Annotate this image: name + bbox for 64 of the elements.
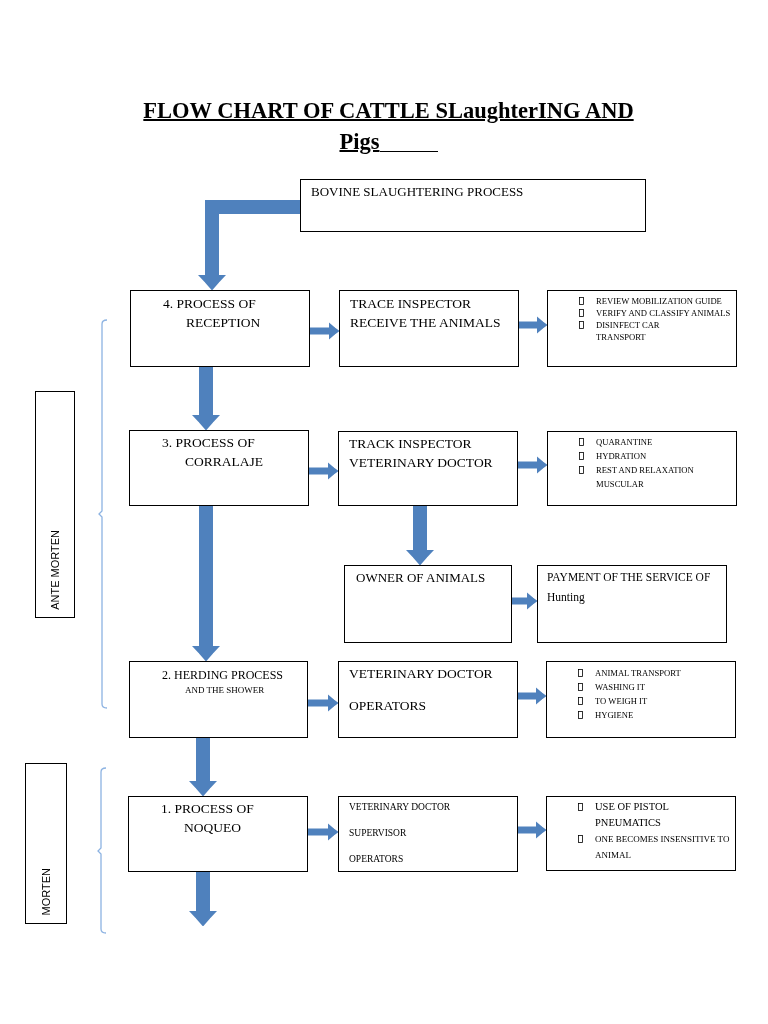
list-item-text: WASHING IT — [595, 681, 646, 694]
process-box — [547, 431, 737, 506]
step-title: 2. HERDING PROCESS — [161, 667, 285, 684]
block-arrow — [198, 200, 300, 290]
block-arrow — [309, 462, 338, 480]
block-arrow — [512, 592, 537, 610]
box-text: VETERINARY DOCTOR — [349, 801, 452, 813]
list-item-text: REVIEW MOBILIZATION GUIDE — [596, 295, 723, 307]
step-subtitle: AND THE SHOWER — [185, 684, 266, 696]
block-arrow — [519, 316, 547, 334]
box-text: OPERATORS — [349, 697, 428, 715]
list-item-text: ANIMAL TRANSPORT — [595, 667, 682, 680]
list-item-text: ONE BECOMES INSENSITIVE TO ANIMAL — [595, 833, 731, 862]
block-arrow — [189, 738, 217, 796]
process-box — [547, 290, 737, 367]
box-text: TRACK INSPECTOR — [349, 435, 473, 453]
phase-label-box — [25, 763, 67, 924]
block-arrow — [192, 506, 220, 661]
list-item-text: REST AND RELAXATION MUSCULAR — [596, 464, 695, 491]
box-text: PAYMENT OF THE SERVICE OF Hunting — [547, 570, 712, 606]
process-box — [338, 431, 518, 506]
list-item-text: QUARANTINE — [596, 436, 654, 449]
process-box — [546, 661, 736, 738]
box-text: OWNER OF ANIMALS — [356, 569, 487, 587]
block-arrow — [518, 821, 546, 839]
block-arrow — [518, 456, 547, 474]
block-arrow — [310, 322, 339, 340]
block-arrow — [189, 872, 217, 926]
process-box — [338, 796, 518, 872]
process-box — [339, 290, 519, 367]
box-text: VETERINARY DOCTOR — [349, 454, 494, 472]
step-title: 3. PROCESS OF CORRALAJE — [161, 434, 264, 471]
process-box — [537, 565, 727, 643]
phase-label-box — [35, 391, 75, 618]
block-arrow — [308, 694, 338, 712]
chart-title: FLOW CHART OF CATTLE SLaughterING AND Pigs — [136, 95, 641, 157]
block-arrow — [518, 687, 546, 705]
list-item-text: HYGIENE — [595, 709, 635, 722]
box-text: VETERINARY DOCTOR — [349, 665, 494, 683]
block-arrow — [308, 823, 338, 841]
step-title: 4. PROCESS OF RECEPTION — [162, 295, 262, 332]
process-box — [129, 430, 309, 506]
list-item-text: VERIFY AND CLASSIFY ANIMALS — [596, 307, 732, 319]
list-item-text: TO WEIGH IT — [595, 695, 649, 708]
process-box — [338, 661, 518, 738]
box-text: OPERATORS — [349, 853, 405, 865]
box-text: SUPERVISOR — [349, 827, 408, 839]
block-arrow — [192, 367, 220, 430]
box-text: BOVINE SLAUGHTERING PROCESS — [311, 183, 525, 201]
process-box — [130, 290, 310, 367]
phase-label: MORTEN — [40, 867, 52, 915]
process-box — [344, 565, 512, 643]
process-box — [546, 796, 736, 871]
process-box — [129, 661, 308, 738]
list-item-text: USE OF PISTOL PNEUMATICS — [595, 800, 670, 830]
list-item-text: HYDRATION — [596, 450, 648, 463]
box-text: RECEIVE THE ANIMALS — [350, 314, 502, 332]
phase-label: ANTE MORTEN — [49, 530, 61, 610]
box-text: TRACE INSPECTOR — [350, 295, 472, 313]
process-box — [128, 796, 308, 872]
list-item-text: DISINFECT CAR TRANSPORT — [596, 319, 661, 343]
process-box — [300, 179, 646, 232]
block-arrow — [406, 506, 434, 565]
step-title: 1. PROCESS OF NOQUEO — [160, 799, 255, 837]
